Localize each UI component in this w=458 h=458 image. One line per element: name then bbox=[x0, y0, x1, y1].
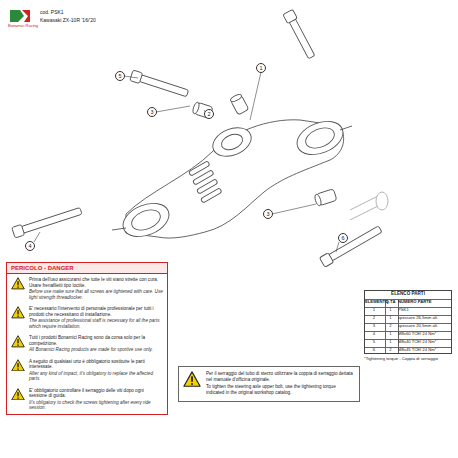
table-cell: 1 bbox=[385, 340, 396, 345]
warning-icon bbox=[183, 371, 201, 387]
warning-paragraph: E' obbligatorio controllare il serraggio… bbox=[29, 388, 163, 399]
product-code: cod. PSK1 bbox=[40, 10, 64, 16]
table-cell: 1 bbox=[385, 316, 396, 321]
callout-number: 1 bbox=[256, 63, 266, 73]
warning-paragraph: Before use make sure that all screws are… bbox=[29, 289, 163, 300]
table-cell: 2 bbox=[385, 348, 396, 353]
table-footnote: *Tightening torque - Coppia di serraggio bbox=[364, 357, 456, 362]
warning-icon bbox=[11, 306, 25, 319]
table-cell: 1 bbox=[385, 332, 396, 337]
warning-icon bbox=[11, 359, 25, 372]
warning-box: PERICOLO - DANGER Prima dell'uso assicura… bbox=[6, 262, 168, 415]
callout-number: 3 bbox=[147, 107, 157, 117]
table-header: NUMERO PARTE bbox=[398, 300, 451, 305]
table-cell: 1 bbox=[365, 308, 383, 313]
warning-paragraph: It's obligatory to check the screws tigh… bbox=[29, 400, 163, 411]
warning-icon bbox=[11, 335, 25, 348]
callout-number: 5 bbox=[115, 71, 125, 81]
table-header: ELEMENTO bbox=[365, 300, 383, 305]
warning-row: E' obbligatorio controllare il serraggio… bbox=[7, 385, 167, 414]
warning-paragraph: The assistance of professional staff is … bbox=[29, 318, 163, 329]
warning-icon bbox=[11, 388, 25, 401]
callout-number: 3 bbox=[263, 209, 273, 219]
leader-lines bbox=[34, 72, 339, 252]
note-paragraph: To tighten the steering axle upper bolt,… bbox=[206, 384, 355, 395]
logo-text: Bonamici Racing bbox=[8, 24, 38, 29]
warning-row: A seguito di qualsiasi urto è obbligator… bbox=[7, 356, 167, 385]
warning-text: E' necessario l'intervento di personale … bbox=[29, 306, 163, 330]
warning-text: E' obbligatorio controllare il serraggio… bbox=[29, 388, 163, 412]
warning-icon bbox=[11, 277, 25, 290]
note-paragraph: Per il serraggio del tubo di sterzo util… bbox=[206, 371, 355, 382]
model-name: Kawasaki ZX-10R '16/'20 bbox=[40, 18, 96, 24]
warning-paragraph: All Bonamici Racing products are made fo… bbox=[29, 347, 163, 353]
triple-clamp bbox=[112, 115, 352, 243]
warning-paragraph: After any kind of impact, it's obligator… bbox=[29, 371, 163, 382]
warning-paragraph: Prima dell'uso assicurarsi che tutte le … bbox=[29, 277, 163, 288]
table-cell: 2 bbox=[385, 324, 396, 329]
warning-text: A seguito di qualsiasi urto è obbligator… bbox=[29, 359, 163, 383]
table-cell: 3 bbox=[365, 324, 383, 329]
callout-number: 2 bbox=[204, 109, 214, 119]
warning-text: Prima dell'uso assicurarsi che tutte le … bbox=[29, 277, 163, 301]
table-cell: spessore 20,5mm alt. bbox=[398, 324, 451, 329]
note-box: Per il serraggio del tubo di sterzo util… bbox=[178, 366, 360, 402]
warning-row: E' necessario l'intervento di personale … bbox=[7, 303, 167, 332]
warning-row: Prima dell'uso assicurarsi che tutte le … bbox=[7, 274, 167, 303]
bolts-and-spacers bbox=[12, 9, 388, 267]
table-cell: 1 bbox=[385, 308, 396, 313]
table-cell: M8x45 TCEI 24 Nm* bbox=[398, 348, 451, 353]
table-cell: M8x60 TCEI 24 Nm* bbox=[398, 332, 451, 337]
table-title: ELENCO PARTI bbox=[364, 291, 452, 296]
table-cell: 6 bbox=[365, 348, 383, 353]
table-cell: 5 bbox=[365, 340, 383, 345]
warning-heading: PERICOLO - DANGER bbox=[7, 263, 167, 274]
table-cell: spessore 26,5mm alt. bbox=[398, 316, 451, 321]
note-text: Per il serraggio del tubo di sterzo util… bbox=[206, 371, 355, 397]
warning-paragraph: A seguito di qualsiasi urto è obbligator… bbox=[29, 359, 163, 370]
warning-paragraph: Tutti i prodotti Bonamici Racing sono da… bbox=[29, 335, 163, 346]
table-cell: M8x40 TCEI 24 Nm* bbox=[398, 340, 451, 345]
warning-row: Tutti i prodotti Bonamici Racing sono da… bbox=[7, 332, 167, 356]
warning-text: Tutti i prodotti Bonamici Racing sono da… bbox=[29, 335, 163, 354]
logo bbox=[10, 10, 30, 22]
callout-number: 4 bbox=[25, 241, 35, 251]
table-rule bbox=[385, 299, 386, 353]
warning-paragraph: E' necessario l'intervento di personale … bbox=[29, 306, 163, 317]
table-cell: 4 bbox=[365, 332, 383, 337]
table-header: Q.TÀ bbox=[385, 300, 396, 305]
table-cell: PSK1 bbox=[398, 308, 451, 313]
callout-number: 6 bbox=[338, 233, 348, 243]
table-cell: 2 bbox=[365, 316, 383, 321]
